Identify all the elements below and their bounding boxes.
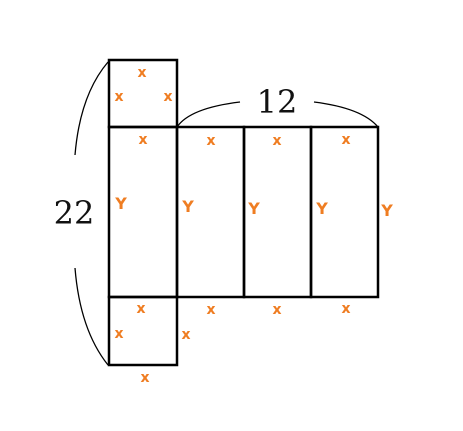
x-label-rect4-bottom: x [341, 301, 350, 317]
x-label-rect3-bottom: x [272, 302, 281, 318]
x-label-rect4-top: x [341, 132, 350, 148]
height-brace-upper [74, 61, 109, 156]
x-label-top-square-top: x [137, 65, 146, 81]
bottom-square-face [107, 295, 179, 367]
y-label-rect3: Y [247, 199, 260, 218]
height-dimension-label: 22 [54, 194, 95, 232]
width-brace-left [176, 101, 241, 128]
x-label-rect3-top: x [272, 133, 281, 149]
x-label-rect2-bottom: x [206, 302, 215, 318]
y-label-right-edge: Y [380, 201, 393, 220]
x-label-bottom-square-bottom: x [140, 370, 149, 386]
width-brace-right [313, 101, 379, 128]
x-label-bottom-square-right: x [181, 327, 190, 343]
rect-face-4 [309, 125, 380, 299]
x-label-rect1-top: x [138, 132, 147, 148]
x-label-rect2-top: x [206, 133, 215, 149]
x-label-bottom-square-left: x [114, 326, 123, 342]
y-label-rect2: Y [181, 197, 194, 216]
y-label-rect1: Y [114, 194, 127, 213]
width-dimension-label: 12 [257, 83, 298, 121]
y-label-rect4: Y [315, 199, 328, 218]
x-label-rect1-bottom: x [136, 301, 145, 317]
x-label-top-square-left: x [114, 89, 123, 105]
height-brace-lower [74, 267, 109, 366]
x-label-top-square-right: x [163, 89, 172, 105]
